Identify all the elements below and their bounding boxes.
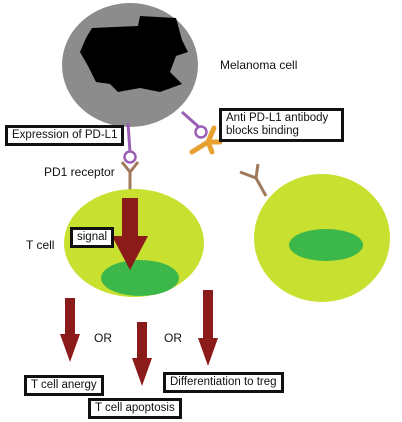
anergy-box: T cell anergy bbox=[24, 375, 104, 396]
signal-arrow bbox=[112, 198, 148, 270]
arrow-treg bbox=[198, 290, 218, 366]
t-cell-label: T cell bbox=[26, 238, 55, 252]
arrow-apoptosis bbox=[132, 322, 152, 386]
t-cell-right-nucleus bbox=[289, 229, 363, 261]
pd1-receptor-right bbox=[239, 163, 268, 197]
signal-box: signal bbox=[70, 227, 115, 248]
melanoma-nucleus bbox=[80, 16, 188, 92]
treg-box: Differentiation to treg bbox=[163, 372, 284, 393]
pdl1-stalk-left bbox=[126, 122, 132, 153]
melanoma-cell-label: Melanoma cell bbox=[220, 58, 298, 72]
pd1-receptor-label: PD1 receptor bbox=[44, 165, 115, 179]
or-right-label: OR bbox=[164, 331, 182, 345]
apoptosis-box: T cell apoptosis bbox=[88, 398, 182, 419]
antibody-box: Anti PD-L1 antibody blocks binding bbox=[219, 108, 344, 142]
pdl1-stalk-right bbox=[181, 110, 201, 130]
arrow-anergy bbox=[60, 298, 80, 362]
pdl1-ligand-left bbox=[123, 150, 137, 164]
antibody bbox=[189, 125, 223, 155]
expression-pdl1-box: Expression of PD-L1 bbox=[5, 125, 125, 146]
pdl1-ligand-right bbox=[194, 125, 208, 139]
t-cell-left-nucleus bbox=[101, 260, 179, 296]
or-left-label: OR bbox=[94, 331, 112, 345]
pd1-receptor-left bbox=[120, 161, 140, 192]
